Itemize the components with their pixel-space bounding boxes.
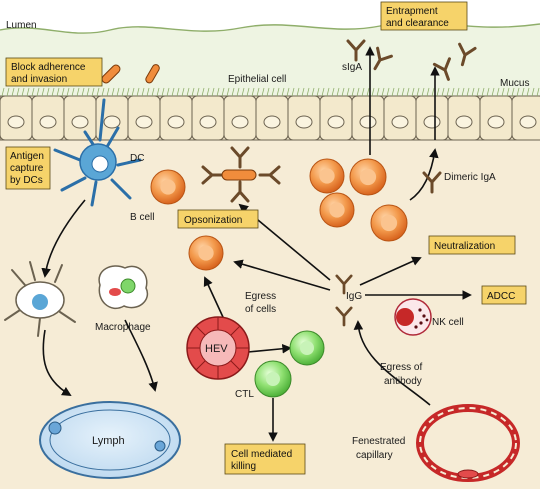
plasma-cell [188, 235, 224, 271]
epithelial-cell-label: Epithelial cell [228, 74, 286, 85]
fenestrated-label-1: Fenestrated [352, 436, 405, 447]
plasma-cells [150, 158, 408, 271]
svg-text:killing: killing [231, 461, 256, 472]
plasma-cell [319, 192, 355, 228]
antibody-icon [335, 306, 353, 327]
antibody-icon [432, 57, 451, 81]
fenestrated-label-2: capillary [356, 450, 393, 461]
mucus-layer [0, 22, 540, 97]
svg-text:capture: capture [10, 163, 44, 174]
antibody-icon [422, 171, 442, 194]
plasma-cell [370, 204, 408, 242]
nk-cell-label: NK cell [432, 317, 464, 328]
epithelial-layer [0, 95, 540, 141]
antibody-icon [346, 39, 366, 62]
svg-text:Antigen: Antigen [10, 151, 44, 162]
antibody-icon [201, 165, 224, 185]
antibody-icon [230, 146, 250, 169]
lumen-label: Lumen [6, 20, 37, 31]
dimeric-iga-label: Dimeric IgA [444, 172, 496, 183]
svg-text:Opsonization: Opsonization [184, 215, 242, 226]
antibodies [201, 39, 477, 327]
svg-text:Cell mediated: Cell mediated [231, 449, 292, 460]
egress-cells-label-2: of cells [245, 304, 276, 315]
arrows [41, 46, 472, 442]
nk-cell [394, 298, 432, 336]
bacterium-icon [101, 64, 160, 84]
svg-text:Entrapment: Entrapment [386, 6, 438, 17]
svg-text:by DCs: by DCs [10, 175, 43, 186]
egress-antibody-label-1: Egress of [380, 362, 422, 373]
plasma-cell [309, 158, 345, 194]
block-adherence-box: Block adherence and invasion [5, 57, 103, 87]
antibody-icon [335, 274, 353, 295]
fenestrated-capillary [416, 404, 520, 482]
antibody-icon [258, 165, 281, 185]
lymph-node [39, 401, 181, 479]
svg-text:Neutralization: Neutralization [434, 241, 495, 252]
antibody-icon [230, 180, 250, 203]
siga-label: sIgA [342, 62, 362, 73]
svg-text:Block adherence: Block adherence [11, 62, 86, 73]
mucus-label: Mucus [500, 78, 529, 89]
ctl-label: CTL [235, 389, 254, 400]
macrophage-label: Macrophage [95, 322, 151, 333]
activated-dc [4, 261, 76, 337]
opsonized-bacterium [221, 169, 257, 181]
antigen-capture-box: Antigen capture by DCs [5, 146, 51, 190]
dendritic-cell [53, 98, 142, 207]
macrophage [98, 265, 149, 309]
svg-text:and clearance: and clearance [386, 18, 449, 29]
opsonization-box: Opsonization [177, 209, 259, 229]
b-cell-label: B cell [130, 212, 154, 223]
hev-label: HEV [205, 343, 228, 355]
neutralization-box: Neutralization [428, 235, 516, 255]
svg-text:and invasion: and invasion [11, 74, 67, 85]
plasma-cell [150, 169, 186, 205]
plasma-cell [349, 158, 387, 196]
hev [186, 316, 250, 380]
entrapment-box: Entrapment and clearance [380, 1, 468, 31]
egress-cells-label-1: Egress [245, 291, 276, 302]
antibody-icon [458, 42, 477, 67]
egress-antibody-label-2: antibody [384, 376, 422, 387]
svg-text:ADCC: ADCC [487, 291, 515, 302]
ctl-cells [254, 330, 325, 398]
dc-label: DC [130, 153, 144, 164]
antibody-icon [373, 46, 393, 71]
cell-mediated-killing-box: Cell mediated killing [224, 443, 306, 475]
adcc-box: ADCC [481, 285, 527, 305]
lymph-label: Lymph [92, 435, 125, 447]
igg-label: IgG [346, 291, 362, 302]
